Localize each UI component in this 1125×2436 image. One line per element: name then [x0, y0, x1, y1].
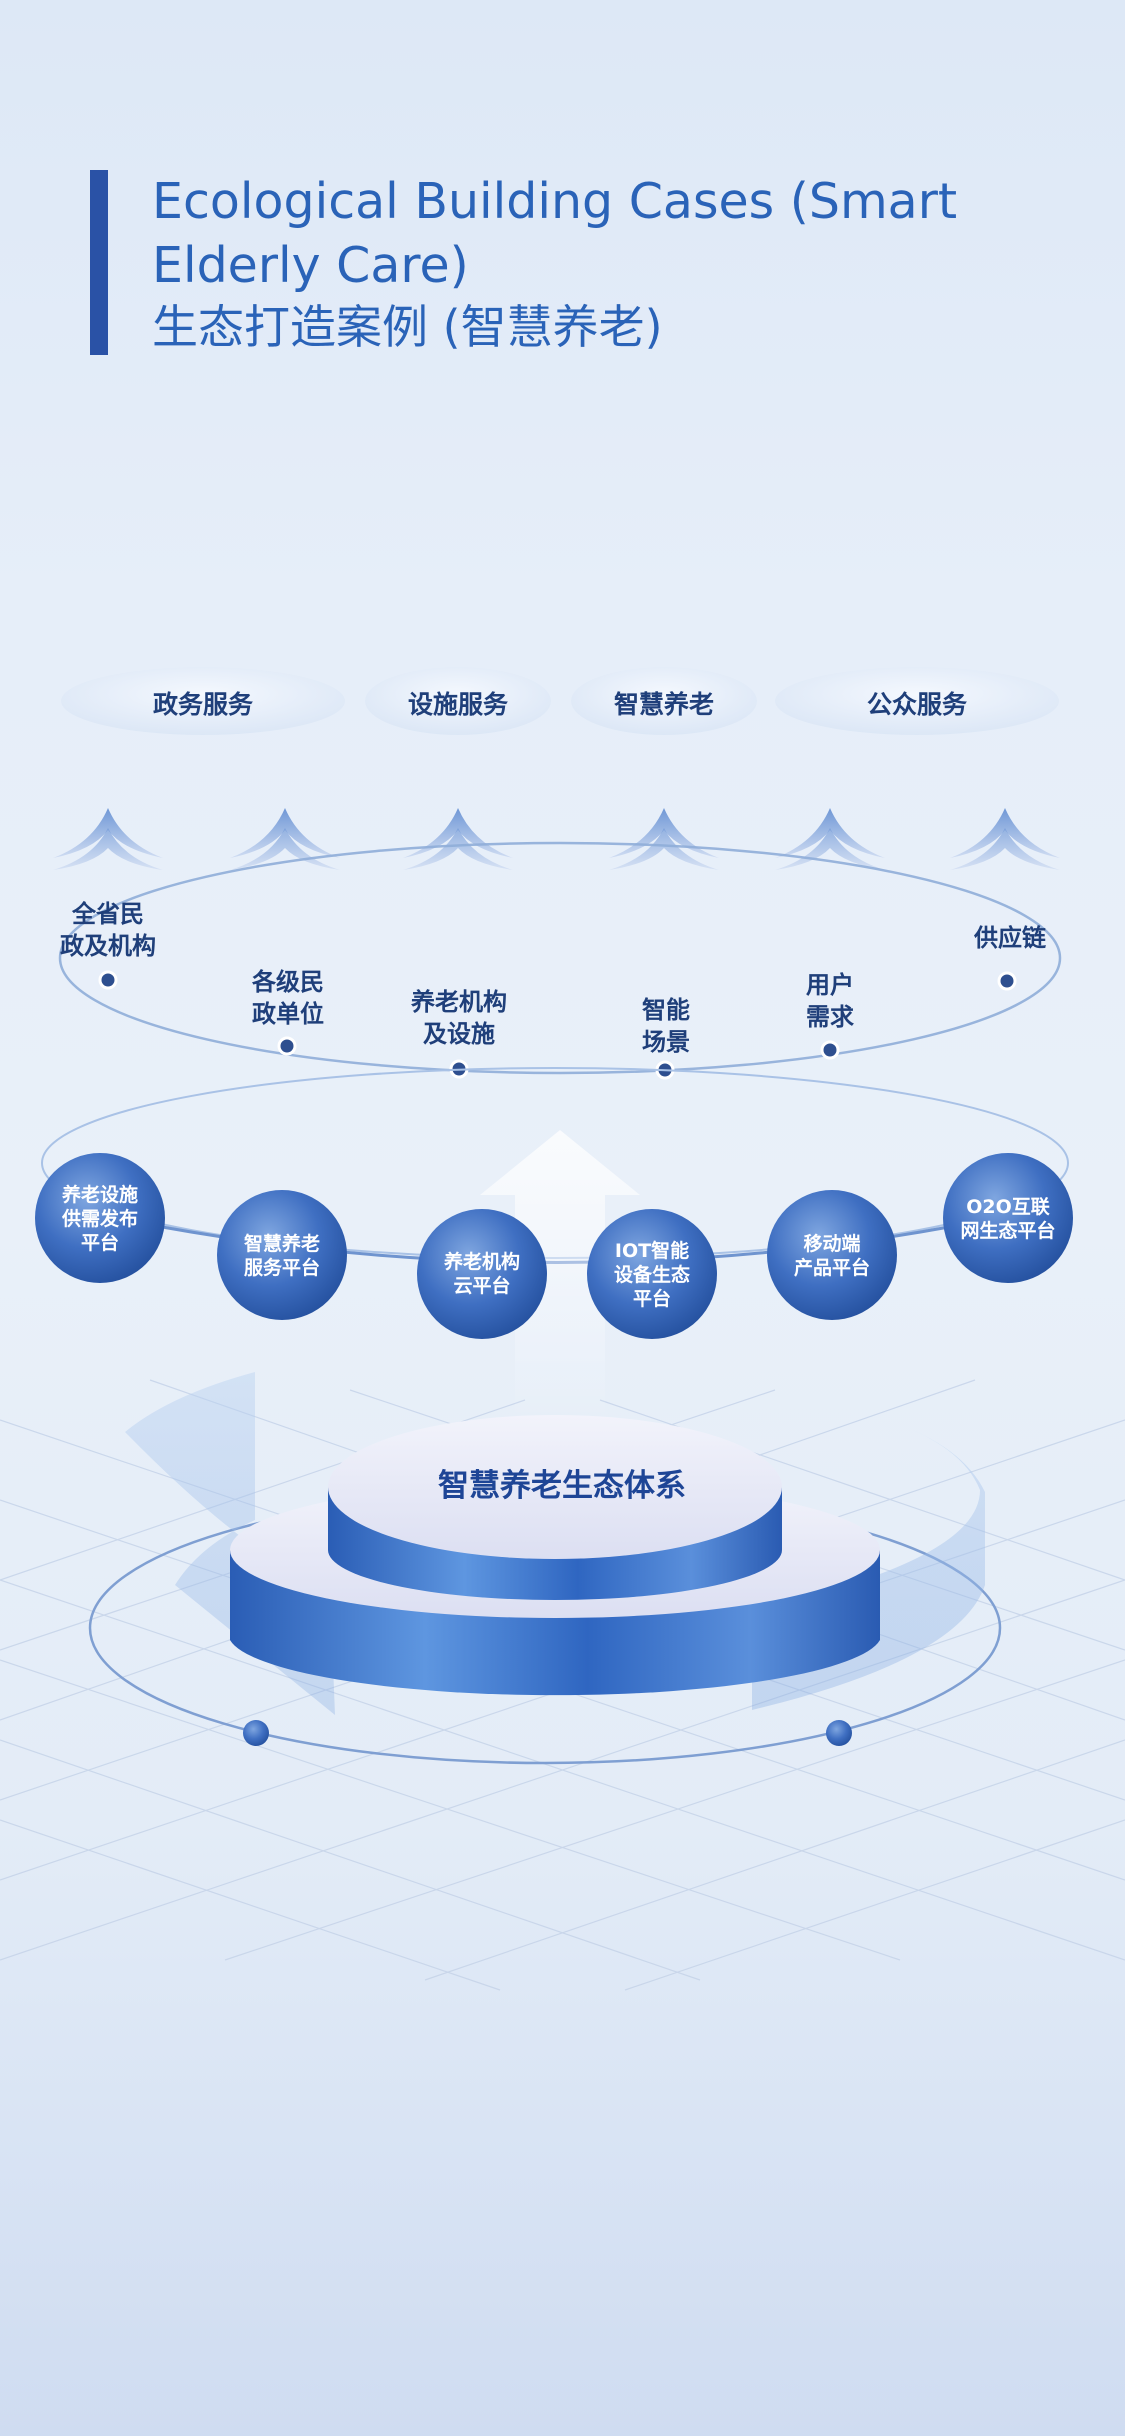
chevron-arrows	[53, 808, 1060, 870]
ring-node-label: 各级民 政单位	[252, 968, 324, 1028]
ring-dot	[997, 971, 1017, 991]
up-arrow	[480, 1130, 640, 1420]
category-pills	[61, 667, 1059, 735]
platform-spheres	[35, 1153, 1073, 1339]
platform-label: 养老机构 云平台	[443, 1251, 520, 1297]
platform-label: O2O互联 网生态平台	[960, 1196, 1056, 1242]
platform-sphere	[587, 1209, 717, 1339]
ring-node-label: 供应链	[974, 924, 1046, 952]
chevron-up-icon	[403, 808, 513, 870]
chevron-up-icon	[775, 808, 885, 870]
page-title-zh: 生态打造案例 (智慧养老)	[152, 300, 663, 354]
core-upper-top	[328, 1415, 782, 1559]
ring-dot	[820, 1040, 840, 1060]
category-label-government: 政务服务	[152, 690, 253, 719]
platform-sphere	[217, 1190, 347, 1320]
platform-label: 移动端 产品平台	[793, 1233, 870, 1279]
node-ring	[58, 841, 1062, 1075]
ring-dots	[98, 970, 1017, 1080]
platform-sphere	[35, 1153, 165, 1283]
chevron-up-icon	[950, 808, 1060, 870]
platform-label: 养老设施 供需发布 平台	[61, 1184, 138, 1254]
category-label-facility: 设施服务	[407, 690, 508, 719]
title-accent-bar	[90, 170, 108, 355]
chevron-up-icon	[230, 808, 340, 870]
orbit-dot	[826, 1720, 852, 1746]
chevron-up-icon	[609, 808, 719, 870]
ring-dot	[277, 1036, 297, 1056]
category-label-smart-care: 智慧养老	[613, 690, 714, 719]
category-pill	[61, 667, 345, 735]
ring-node-label: 全省民 政及机构	[60, 900, 156, 960]
category-pill	[365, 667, 551, 735]
category-label-public: 公众服务	[866, 690, 967, 719]
orbit-dot	[243, 1720, 269, 1746]
chevron-up-icon	[53, 808, 163, 870]
page-title-en: Ecological Building Cases (Smart Elderly…	[152, 173, 958, 294]
ring-node-label: 智能 场景	[642, 996, 690, 1056]
platform-sphere	[417, 1209, 547, 1339]
ring-dot	[98, 970, 118, 990]
platform-sphere	[943, 1153, 1073, 1283]
category-pill	[775, 667, 1059, 735]
ring-node-label: 养老机构 及设施	[411, 988, 507, 1048]
platform-sphere	[767, 1190, 897, 1320]
ring-node-label: 用户 需求	[806, 971, 854, 1031]
category-pill	[571, 667, 757, 735]
platform-label: IOT智能 设备生态 平台	[613, 1240, 690, 1310]
platform-label: 智慧养老 服务平台	[243, 1233, 320, 1279]
core-label: 智慧养老生态体系	[438, 1468, 686, 1504]
